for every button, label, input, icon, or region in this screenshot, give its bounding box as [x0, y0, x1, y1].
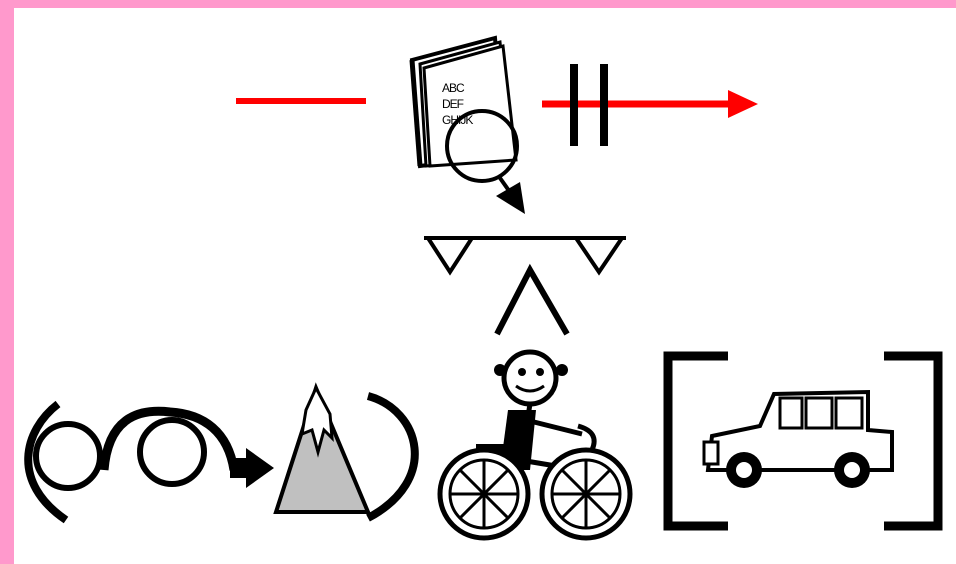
shelf-triangles-icon [424, 238, 626, 272]
book-line-2: DEF [442, 97, 464, 111]
book-line-1: ABC [442, 81, 465, 95]
car-icon [668, 356, 938, 526]
inverted-v-icon [497, 270, 567, 334]
book-with-magnifier-icon: ABC DEF GHIJK [412, 38, 525, 214]
person-in-wheelchair-icon [440, 352, 630, 538]
blocked-red-arrow-icon [542, 64, 758, 146]
snowy-mountain-icon [276, 388, 415, 518]
right-arrow-icon [230, 448, 274, 488]
glasses-icon [28, 404, 234, 520]
